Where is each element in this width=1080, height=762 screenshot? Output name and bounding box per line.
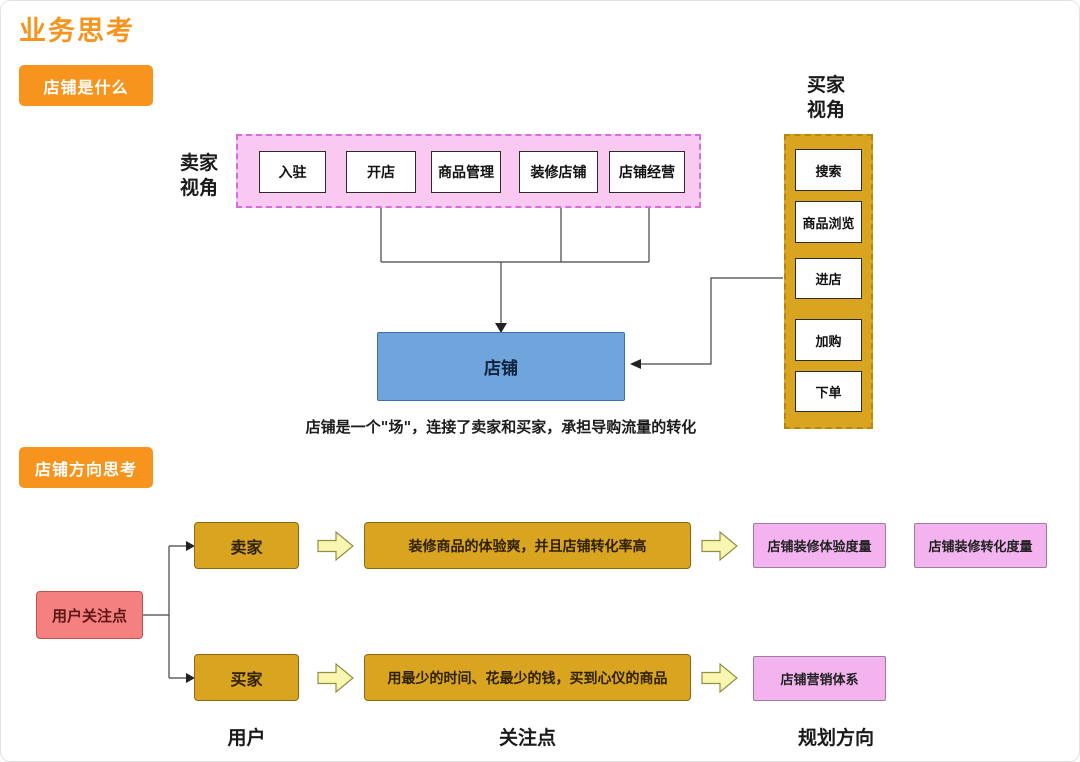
buyer-step-browse: 商品浏览 — [795, 201, 862, 243]
seller-step-decorate-store: 装修店铺 — [519, 151, 598, 193]
user-focus-root-box: 用户关注点 — [36, 591, 143, 639]
seller-step-product-management: 商品管理 — [431, 151, 501, 193]
seller-label-line2: 视角 — [179, 177, 218, 199]
buyer-step-add-to-cart: 加购 — [795, 319, 862, 361]
row-seller-box: 卖家 — [194, 522, 299, 569]
block-arrow-icon — [701, 663, 738, 693]
block-arrow-icon — [317, 531, 354, 561]
store-box: 店铺 — [377, 332, 625, 401]
buyer-step-enter-store: 进店 — [795, 258, 862, 299]
section1-badge: 店铺是什么 — [19, 65, 153, 106]
buyer-label-line1: 买家 — [806, 74, 845, 96]
direction-decoration-conversion-box: 店铺装修转化度量 — [914, 523, 1047, 568]
store-caption: 店铺是一个"场"，连接了卖家和买家，承担导购流量的转化 — [305, 418, 697, 436]
column-label-planning-direction: 规划方向 — [797, 727, 874, 749]
seller-label-line1: 卖家 — [179, 152, 218, 174]
seller-step-store-operation: 店铺经营 — [609, 151, 685, 193]
buyer-focus-box: 用最少的时间、花最少的钱，买到心仪的商品 — [364, 654, 691, 701]
seller-focus-box: 装修商品的体验爽，并且店铺转化率高 — [364, 522, 691, 569]
seller-step-open-store: 开店 — [346, 151, 416, 193]
buyer-label-line2: 视角 — [806, 99, 845, 121]
direction-marketing-system-box: 店铺营销体系 — [753, 656, 886, 701]
block-arrow-icon — [317, 663, 354, 693]
seller-step-enter: 入驻 — [259, 151, 326, 193]
page-title: 业务思考 — [19, 16, 135, 47]
seller-perspective-label: 卖家 视角 — [168, 151, 230, 201]
buyer-perspective-label: 买家 视角 — [790, 73, 862, 123]
buyer-step-place-order: 下单 — [795, 371, 862, 412]
column-label-focus: 关注点 — [498, 727, 556, 749]
buyer-step-search: 搜索 — [795, 149, 862, 191]
column-label-user: 用户 — [227, 727, 266, 749]
row-buyer-box: 买家 — [194, 654, 299, 701]
section2-badge: 店铺方向思考 — [19, 447, 153, 488]
block-arrow-icon — [701, 531, 738, 561]
direction-decoration-experience-box: 店铺装修体验度量 — [753, 523, 886, 568]
